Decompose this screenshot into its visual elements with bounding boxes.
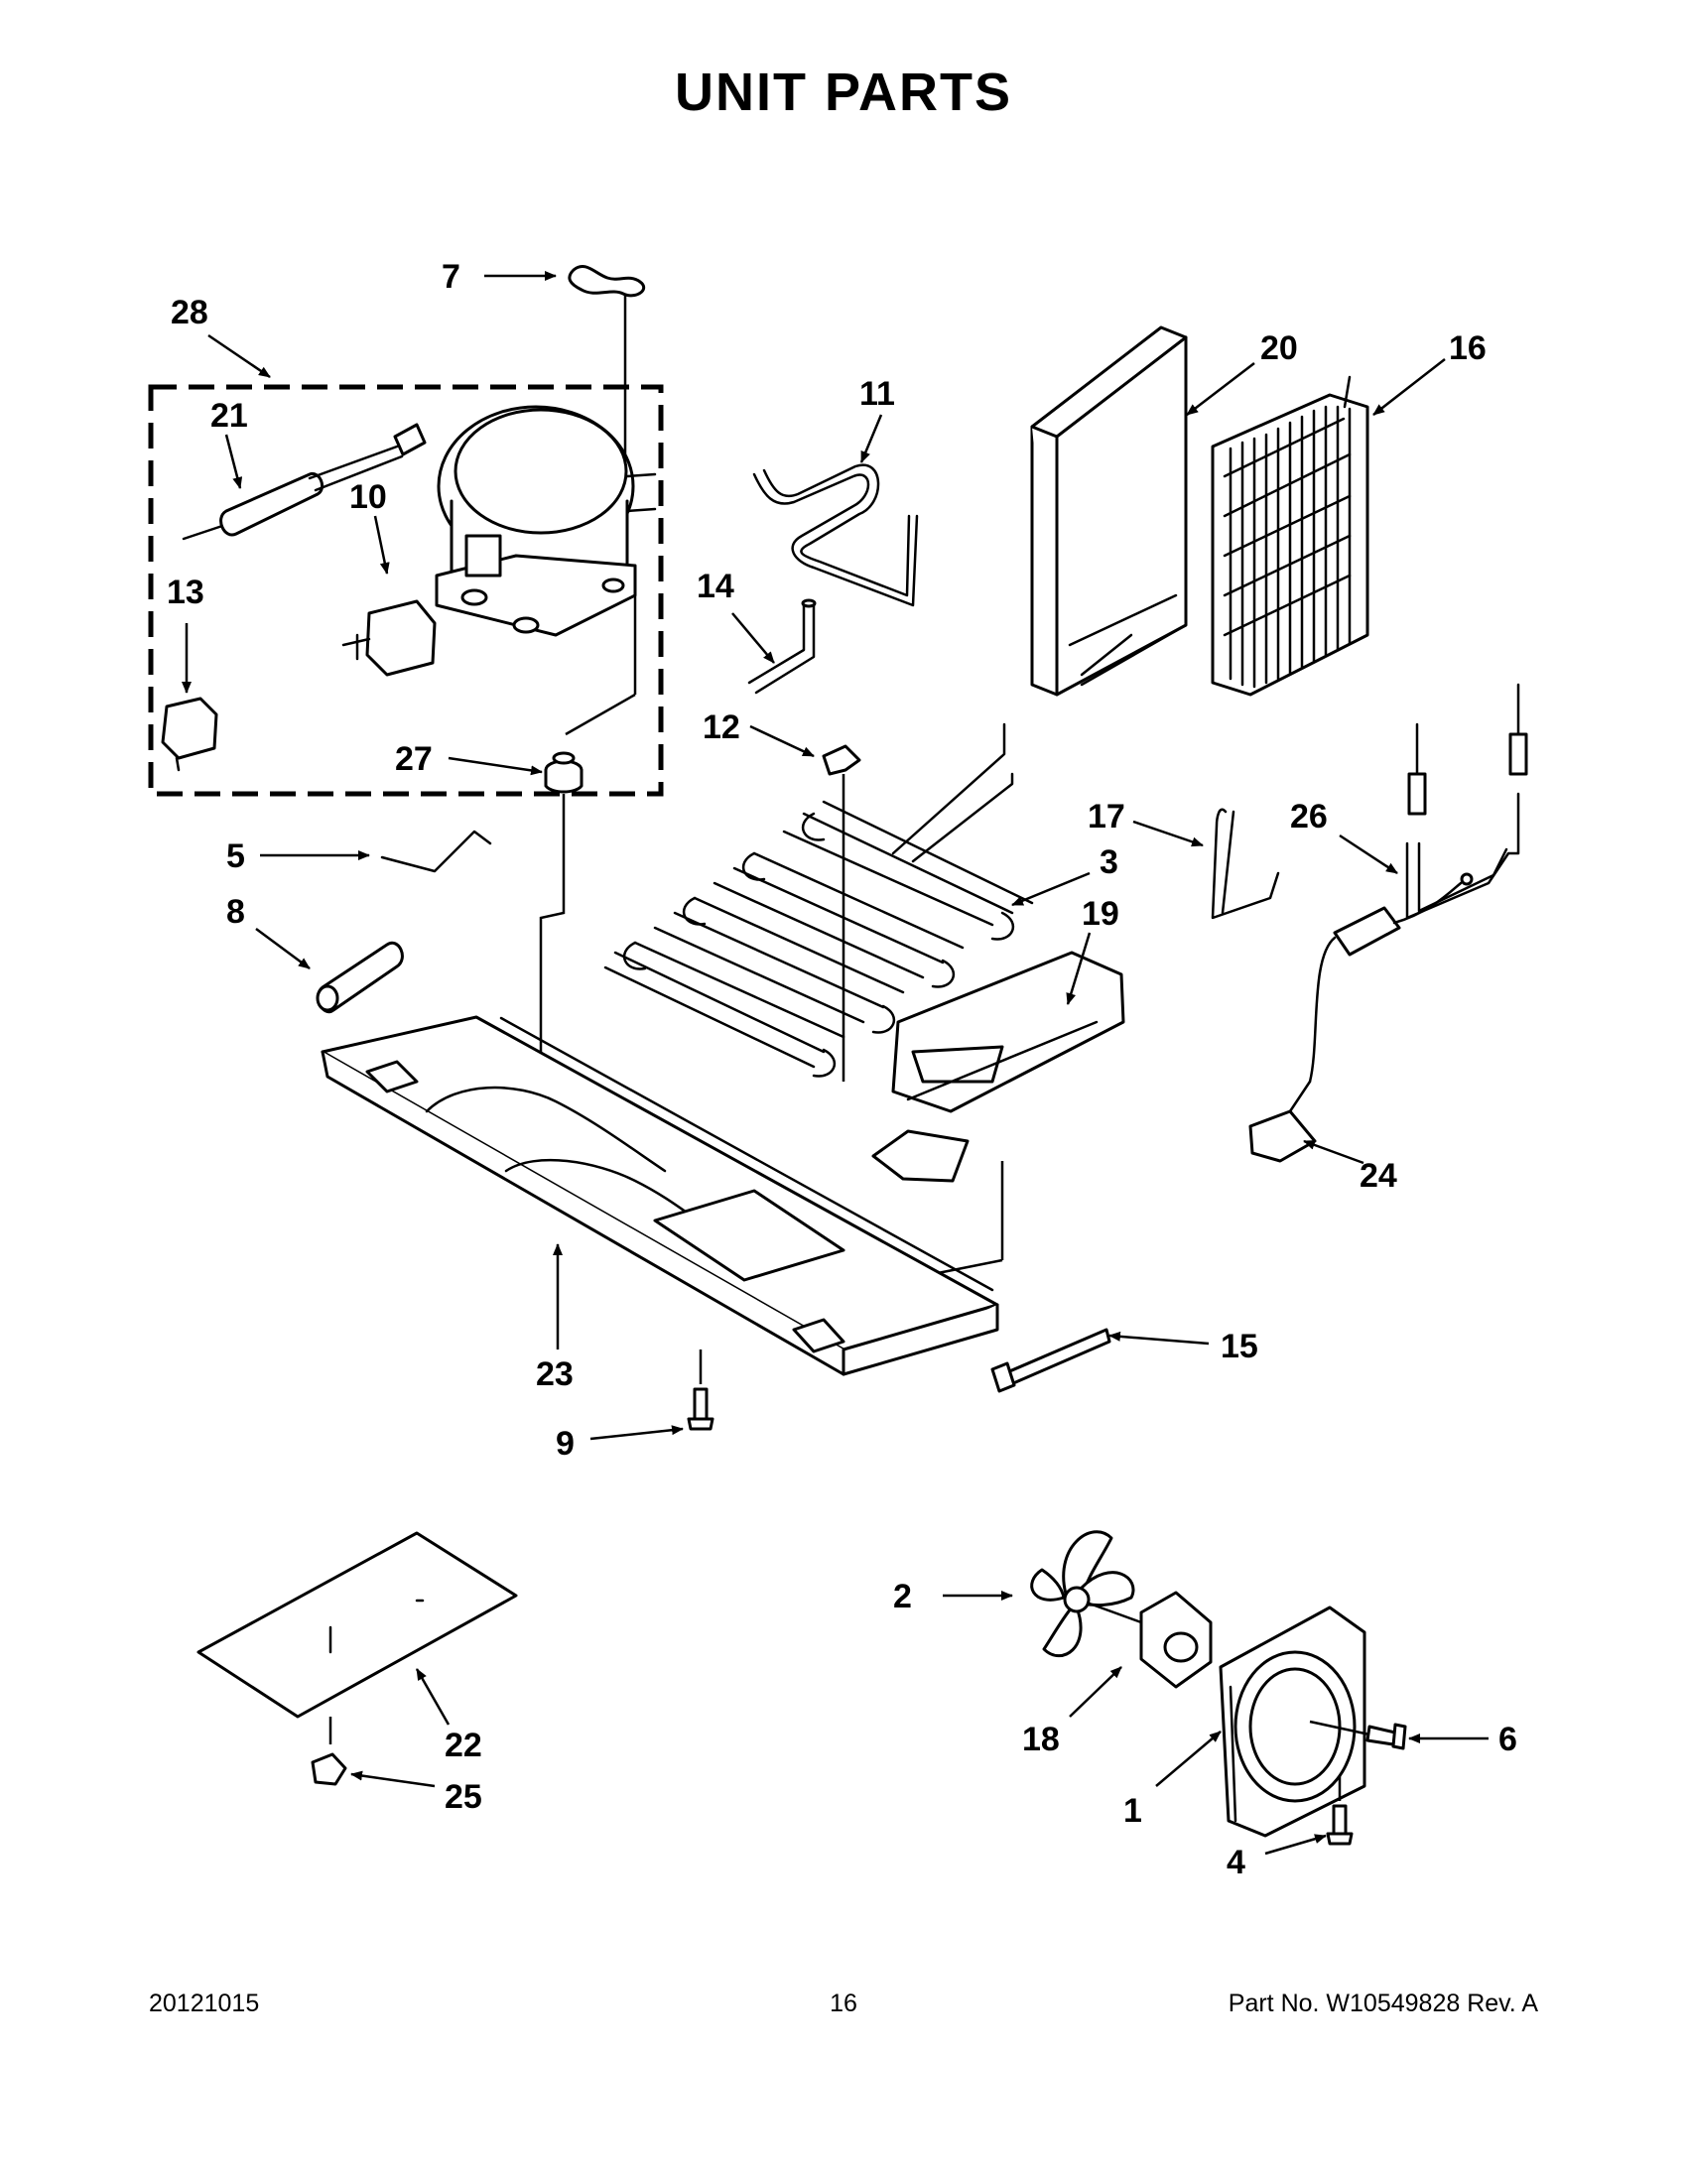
callout-9: 9 xyxy=(556,1425,575,1463)
screw-9-part xyxy=(687,1349,714,1431)
relay-cover-part xyxy=(161,697,218,772)
callout-13: 13 xyxy=(167,574,204,611)
condenser-part xyxy=(603,722,1034,1078)
tube-hook-part xyxy=(1211,808,1280,920)
callout-4: 4 xyxy=(1227,1844,1245,1881)
fan-blade-part xyxy=(1030,1530,1135,1658)
callout-18: 18 xyxy=(1022,1721,1060,1758)
callout-23: 23 xyxy=(536,1355,574,1393)
power-cord-part xyxy=(1248,872,1474,1163)
base-plate-part xyxy=(321,1015,999,1376)
clip-part xyxy=(822,744,861,776)
callout-24: 24 xyxy=(1360,1157,1397,1195)
callout-21: 21 xyxy=(210,397,248,435)
callout-3: 3 xyxy=(1100,843,1118,881)
callout-20: 20 xyxy=(1260,329,1298,367)
callout-16: 16 xyxy=(1449,329,1487,367)
callout-5: 5 xyxy=(226,837,245,875)
callout-12: 12 xyxy=(703,708,740,746)
drier-part xyxy=(182,423,427,541)
dryer-tube-part xyxy=(1405,683,1528,920)
callout-2: 2 xyxy=(893,1578,912,1615)
callout-6: 6 xyxy=(1498,1721,1517,1758)
grommet-part xyxy=(544,751,584,794)
tube-part xyxy=(752,463,919,607)
screw-4-part xyxy=(1326,1776,1354,1846)
callout-15: 15 xyxy=(1221,1328,1258,1365)
relay-part xyxy=(341,599,437,677)
drain-pan-part xyxy=(871,951,1125,1183)
screw-6-part xyxy=(1309,1720,1407,1750)
fan-bracket-part xyxy=(1219,1606,1366,1838)
footer-page-number: 16 xyxy=(830,1990,857,2017)
compressor-assembly-box xyxy=(148,384,664,797)
strap-part xyxy=(568,264,646,298)
callout-25: 25 xyxy=(445,1778,482,1816)
wire-part xyxy=(380,830,492,873)
callout-11: 11 xyxy=(859,375,895,413)
evaporator-part xyxy=(1211,375,1369,697)
insulation-tube-part xyxy=(316,941,404,1014)
callout-1: 1 xyxy=(1123,1792,1142,1830)
evaporator-cover-part xyxy=(1030,325,1188,697)
callout-17: 17 xyxy=(1088,798,1125,835)
fan-motor-part xyxy=(1139,1591,1213,1689)
footer-part-number: Part No. W10549828 Rev. A xyxy=(1228,1990,1538,2017)
callout-labels: 1 2 3 4 5 6 7 8 9 10 11 12 13 14 15 16 1… xyxy=(167,258,1517,1881)
callout-28: 28 xyxy=(171,294,208,331)
cable-tie-part xyxy=(990,1328,1111,1393)
callout-8: 8 xyxy=(226,893,245,931)
callout-14: 14 xyxy=(697,568,734,605)
page-title: UNIT PARTS xyxy=(675,63,1012,122)
compressor-part xyxy=(435,405,657,637)
tube-elbow-part xyxy=(747,598,817,695)
callout-19: 19 xyxy=(1082,895,1119,933)
callout-7: 7 xyxy=(442,258,460,296)
pad-part xyxy=(196,1531,518,1719)
callout-10: 10 xyxy=(349,478,387,516)
clip-25-part xyxy=(311,1752,347,1786)
callout-22: 22 xyxy=(445,1727,482,1764)
leader-arrows xyxy=(182,271,1489,1856)
footer-date: 20121015 xyxy=(149,1990,260,2017)
callout-26: 26 xyxy=(1290,798,1328,835)
callout-27: 27 xyxy=(395,740,433,778)
